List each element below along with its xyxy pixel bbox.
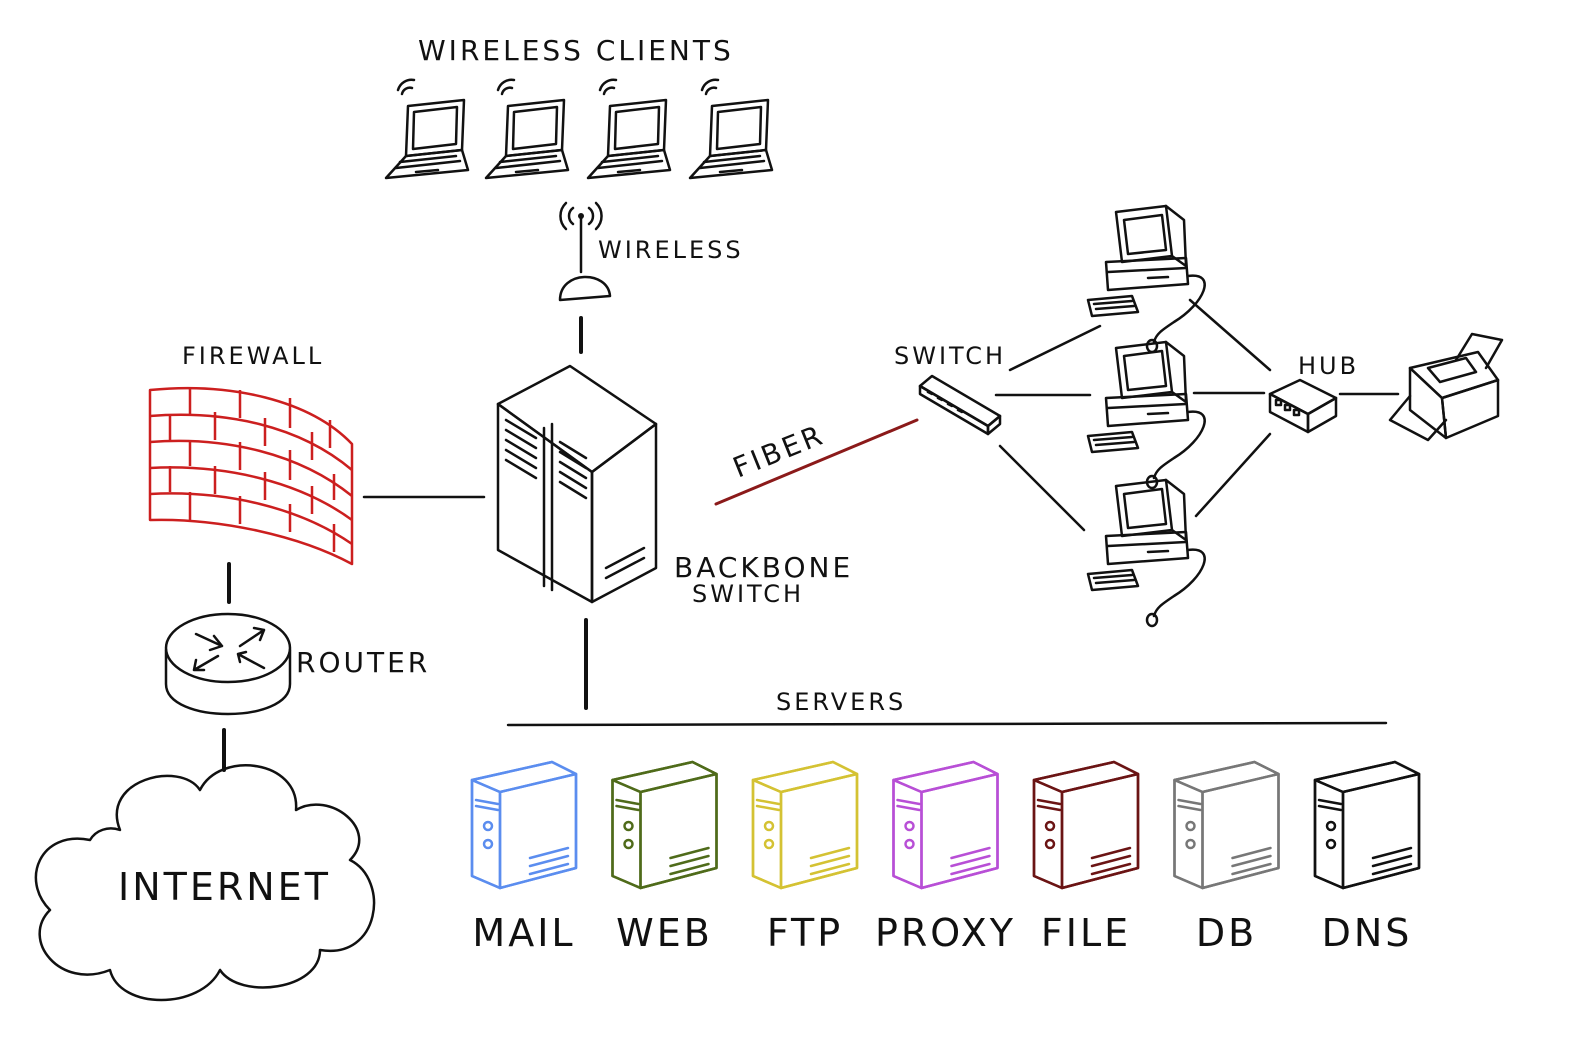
server-label: FILE (1041, 911, 1131, 955)
laptop-icon (484, 78, 570, 180)
router-icon (164, 612, 292, 716)
link-pc3-hub (1194, 432, 1272, 518)
link-pc1-hub (1188, 298, 1272, 372)
printer-icon (1388, 332, 1504, 442)
server-ftp: FTP (751, 760, 859, 955)
server-icon (1173, 760, 1280, 890)
server-row: MAIL WEB FTP PROXY FILE DB DNS (470, 760, 1421, 955)
server-label: DNS (1322, 911, 1413, 955)
server-label: WEB (616, 911, 713, 955)
laptop-icon (688, 78, 774, 180)
desktop-computer-icon (1086, 478, 1206, 628)
wireless-clients-label: WIRELESS CLIENTS (418, 34, 734, 67)
hub-label: HUB (1298, 352, 1359, 380)
link-switch-pc3 (998, 444, 1086, 532)
server-label: DB (1196, 911, 1257, 955)
server-icon (1313, 760, 1421, 890)
server-file: FILE (1032, 760, 1140, 955)
backbone-label-line1: BACKBONE (674, 551, 853, 584)
backbone-switch-icon (496, 364, 658, 604)
hub-icon (1268, 378, 1338, 434)
server-db: DB (1173, 760, 1280, 955)
servers-label: SERVERS (776, 688, 906, 716)
backbone-label-line2: SWITCH (692, 580, 804, 608)
servers-bus-line (506, 721, 1388, 727)
server-mail: MAIL (470, 760, 578, 955)
desktop-computer-icon (1086, 204, 1206, 354)
fiber-label: FIBER (728, 418, 829, 484)
firewall-label: FIREWALL (182, 342, 324, 370)
server-proxy: PROXY (875, 760, 1016, 955)
cloud-icon (34, 764, 376, 1002)
firewall-icon (148, 386, 354, 566)
wireless-antenna-icon (558, 201, 612, 302)
laptop-icon (384, 78, 470, 180)
server-icon (892, 760, 999, 890)
link-switch-pc1 (1008, 324, 1102, 372)
internet-label: INTERNET (118, 865, 331, 909)
wireless-label: WIRELESS (598, 236, 744, 264)
server-web: WEB (611, 760, 718, 955)
server-icon (611, 760, 718, 890)
server-label: PROXY (875, 911, 1016, 955)
switch-icon (918, 374, 1002, 436)
server-icon (1032, 760, 1140, 890)
connections (222, 298, 1400, 772)
desktop-computer-icon (1086, 340, 1206, 490)
server-label: MAIL (472, 911, 575, 955)
wireless-clients-group (384, 78, 774, 180)
router-label: ROUTER (296, 646, 430, 679)
switch-label: SWITCH (894, 342, 1006, 370)
server-dns: DNS (1313, 760, 1421, 955)
server-icon (470, 760, 578, 890)
fiber-link (714, 418, 919, 506)
server-icon (751, 760, 859, 890)
laptop-icon (586, 78, 672, 180)
server-label: FTP (767, 911, 843, 955)
